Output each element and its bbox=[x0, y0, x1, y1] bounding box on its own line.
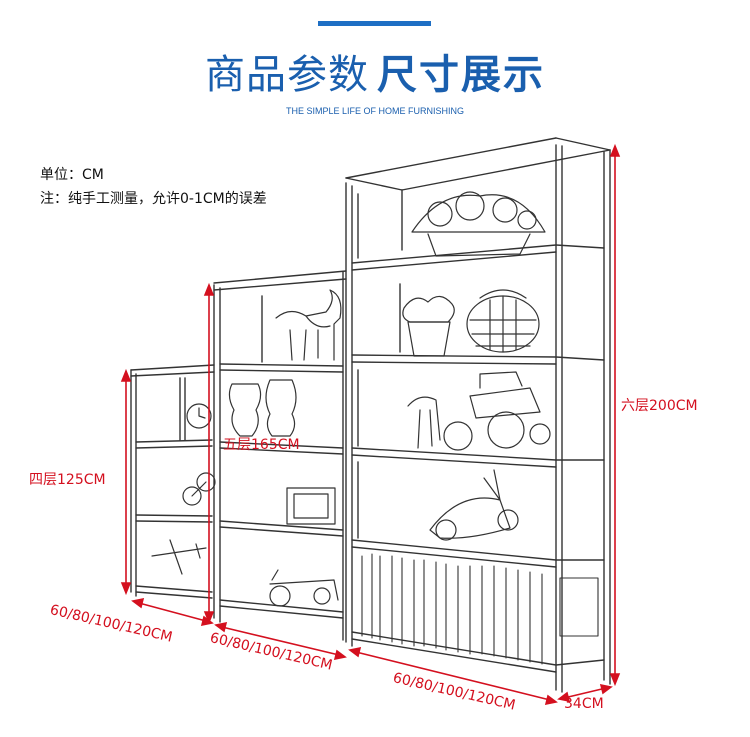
height-line-five-tier bbox=[203, 282, 215, 625]
decor-small-bike bbox=[182, 472, 216, 506]
decor-picture-frame bbox=[286, 487, 336, 525]
decor-tractor-model bbox=[269, 569, 339, 607]
shelf-unit-five-tier bbox=[213, 270, 347, 641]
decor-plant-pot bbox=[402, 295, 455, 357]
decor-carriage-model bbox=[407, 371, 551, 451]
decor-motorcycle-model bbox=[429, 469, 519, 541]
height-line-four-tier bbox=[120, 368, 132, 596]
title-bold: 尺寸展示 bbox=[377, 52, 545, 98]
height-label-six-tier: 六层200CM bbox=[621, 398, 698, 414]
width-line-large bbox=[348, 646, 558, 706]
decor-horse-statue bbox=[275, 289, 342, 361]
decor-airplane-model bbox=[151, 539, 207, 575]
decor-fruit-basket bbox=[411, 191, 546, 257]
height-label-four-tier: 四层125CM bbox=[29, 472, 106, 488]
unit-note: 单位：CM bbox=[40, 167, 104, 183]
depth-label: 34CM bbox=[564, 696, 604, 712]
shelf-unit-four-tier bbox=[130, 364, 215, 599]
shelf-unit-six-tier bbox=[345, 137, 611, 693]
header-accent-bar bbox=[318, 21, 431, 26]
width-line-small bbox=[131, 597, 214, 627]
depth-line bbox=[557, 683, 613, 703]
page-title: 商品参数尺寸展示 bbox=[0, 48, 750, 102]
tolerance-note: 注：纯手工测量，允许0-1CM的误差 bbox=[40, 191, 267, 207]
decor-books-row bbox=[361, 553, 599, 665]
decor-clock bbox=[186, 403, 212, 429]
page-subtitle: THE SIMPLE LIFE OF HOME FURNISHING bbox=[285, 106, 465, 116]
title-light: 商品参数 bbox=[205, 52, 369, 98]
width-line-middle bbox=[214, 621, 347, 661]
decor-vases bbox=[228, 379, 297, 437]
decor-wicker-basket bbox=[466, 289, 540, 353]
height-label-five-tier: 五层165CM bbox=[223, 437, 300, 453]
height-line-six-tier bbox=[609, 143, 621, 687]
